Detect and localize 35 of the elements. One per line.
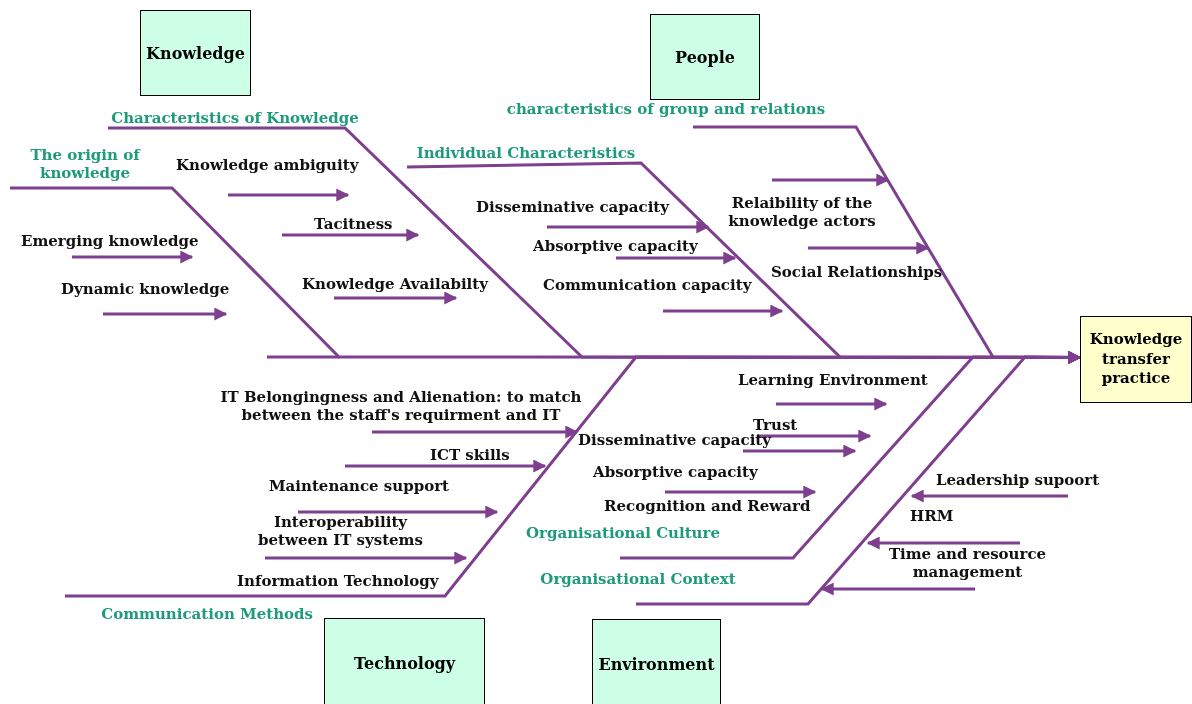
- cause-label: Disseminative capacity: [578, 431, 771, 449]
- category-box: Environment: [592, 619, 721, 704]
- cause-label: Dynamic knowledge: [61, 280, 230, 298]
- branch-label: Communication Methods: [101, 605, 313, 623]
- cause-label: Absorptive capacity: [593, 463, 758, 481]
- cause-label: Interoperability between IT systems: [258, 513, 423, 549]
- cause-label: Trust: [753, 416, 798, 434]
- category-box: Knowledge: [140, 10, 251, 96]
- cause-label: Disseminative capacity: [476, 198, 669, 216]
- cause-label: HRM: [910, 507, 954, 525]
- branch-label: characteristics of group and relations: [506, 100, 826, 118]
- cause-label: Knowledge Availabilty: [302, 275, 488, 293]
- cause-label: Knowledge ambiguity: [176, 156, 359, 174]
- cause-label: Tacitness: [314, 215, 393, 233]
- cause-label: Learning Environment: [738, 371, 928, 389]
- effect-box: Knowledge transfer practice: [1080, 316, 1192, 403]
- cause-label: Emerging knowledge: [21, 232, 199, 250]
- cause-label: Communication capacity: [543, 276, 752, 294]
- cause-label: Absorptive capacity: [533, 237, 698, 255]
- cause-label: Information Technology: [237, 572, 439, 590]
- branch-label: Characteristics of Knowledge: [111, 109, 359, 127]
- category-box: People: [650, 14, 760, 100]
- cause-label: Social Relationships: [771, 263, 943, 281]
- cause-label: Leadership supoort: [936, 471, 1100, 489]
- cause-label: IT Belongingness and Alienation: to match between the staff's requirment and IT: [219, 388, 583, 424]
- branch-label: Organisational Culture: [526, 524, 720, 542]
- branch-label: The origin of knowledge: [29, 146, 142, 182]
- branch-label: Organisational Context: [540, 570, 736, 588]
- cause-label: ICT skills: [430, 446, 510, 464]
- branch-label: Individual Characteristics: [416, 144, 636, 162]
- cause-label: Time and resource management: [887, 545, 1048, 581]
- cause-label: Relaibility of the knowledge actors: [727, 194, 877, 230]
- cause-label: Recognition and Reward: [604, 497, 811, 515]
- category-box: Technology: [324, 618, 485, 704]
- cause-label: Maintenance support: [269, 477, 449, 495]
